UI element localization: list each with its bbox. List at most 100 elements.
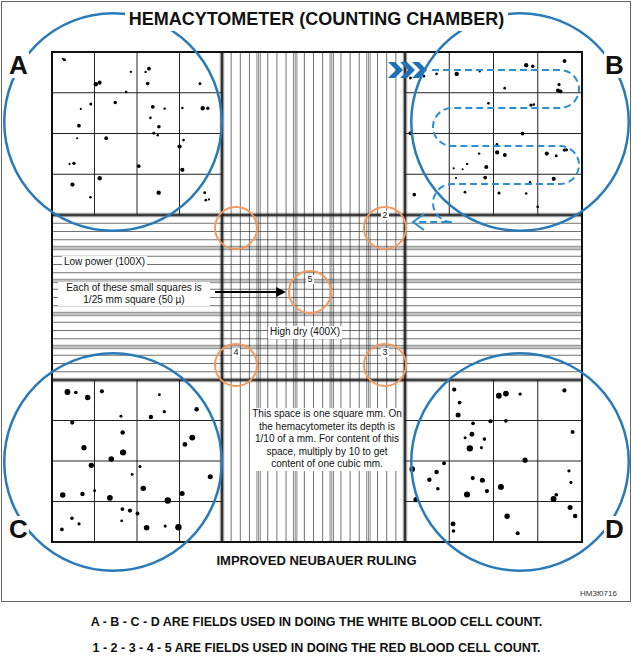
cell-dot xyxy=(89,463,94,468)
cell-dot xyxy=(203,191,206,194)
circle-outline xyxy=(410,352,630,572)
cell-dot xyxy=(467,445,473,451)
cell-dot xyxy=(478,152,480,154)
cell-dot xyxy=(137,164,141,168)
cell-dot xyxy=(208,474,213,479)
counting-path xyxy=(414,70,579,222)
field-letter: C xyxy=(8,516,29,542)
cell-dot xyxy=(113,101,117,105)
cell-dot xyxy=(487,102,490,105)
cell-dot xyxy=(163,410,166,413)
cell-dot xyxy=(120,430,124,434)
field-number: 4 xyxy=(232,348,239,357)
cell-dot xyxy=(70,516,74,520)
grid-line xyxy=(52,380,582,381)
circle-ring xyxy=(215,344,257,386)
cell-dot xyxy=(128,508,132,512)
cell-dot xyxy=(483,176,487,180)
grid-line xyxy=(52,322,582,323)
wbc-field-circle: D xyxy=(410,352,630,572)
cell-dot xyxy=(80,492,84,496)
cell-dot xyxy=(462,168,464,170)
grid-line xyxy=(231,52,232,542)
cell-dot xyxy=(136,512,140,516)
grid-line xyxy=(223,52,224,542)
grid-line xyxy=(52,223,582,224)
circle-ring xyxy=(364,344,406,386)
cell-dot xyxy=(204,199,207,202)
cell-dot xyxy=(198,82,201,85)
cell-dot xyxy=(554,493,558,497)
cell-dot xyxy=(522,458,527,463)
cell-dot xyxy=(119,415,122,418)
cell-dot xyxy=(451,521,456,526)
circle-ring xyxy=(289,271,331,313)
cell-dot xyxy=(435,73,438,76)
cell-dot xyxy=(555,154,558,157)
grid-line xyxy=(52,348,582,349)
grid-line xyxy=(179,380,180,542)
cell-dot xyxy=(130,71,132,73)
cell-dot xyxy=(464,191,467,194)
wbc-field-circle: B xyxy=(410,12,630,232)
cell-dot xyxy=(455,72,459,76)
cell-dot xyxy=(100,389,104,393)
cell-dot xyxy=(466,163,468,165)
grid-line xyxy=(52,213,582,214)
circle-ring xyxy=(4,353,222,571)
cell-dot xyxy=(163,107,165,109)
cell-dot xyxy=(503,87,506,90)
cell-dot xyxy=(104,136,108,140)
wbc-field-circle: A xyxy=(3,12,223,232)
pointer-shaft xyxy=(215,291,278,293)
cell-dot xyxy=(80,108,82,110)
grid-line xyxy=(52,214,582,216)
cell-dot xyxy=(427,478,431,482)
cell-dot xyxy=(464,436,467,439)
pointer-arrow xyxy=(215,287,286,297)
rbc-field-circle: 4 xyxy=(214,343,258,387)
label-slot: Low power (100X) xyxy=(62,251,147,269)
cell-dot xyxy=(85,395,90,400)
grid-line xyxy=(240,52,241,542)
cell-dot xyxy=(485,489,489,493)
cell-dot xyxy=(563,148,566,151)
cell-dot xyxy=(60,528,64,532)
cell-dot xyxy=(65,389,71,395)
grid-border xyxy=(52,52,582,542)
cell-dot xyxy=(567,469,570,472)
grid-line xyxy=(405,52,406,542)
wbc-field-circle: C xyxy=(3,352,223,572)
cell-dot xyxy=(453,167,455,169)
rbc-field-circle: 2 xyxy=(363,206,407,250)
cell-dot xyxy=(568,505,573,510)
grid-line xyxy=(249,52,250,542)
cell-dot xyxy=(93,489,96,492)
rbc-caption: 1 - 2 - 3 - 4 - 5 ARE FIELDS USED IN DOI… xyxy=(91,641,543,657)
grid-line xyxy=(52,381,582,382)
cell-dot xyxy=(157,125,161,129)
cell-dot xyxy=(562,388,566,392)
magnification-note: Low power (100X) xyxy=(62,256,147,269)
cell-dot xyxy=(573,514,578,519)
cell-dot xyxy=(194,407,198,411)
grid-line xyxy=(403,52,404,542)
cell-dot xyxy=(77,124,81,128)
cell-dot xyxy=(76,137,78,139)
cell-dot xyxy=(146,82,150,86)
cell-dot xyxy=(180,491,185,496)
cell-dot xyxy=(98,176,102,180)
cell-dot xyxy=(525,192,527,194)
label-slot: High dry (400X) xyxy=(268,321,342,339)
cell-dot xyxy=(109,456,115,462)
direction-chevron xyxy=(400,62,415,78)
cell-dot xyxy=(181,107,183,109)
counting-path-head xyxy=(413,214,424,230)
cell-dot xyxy=(72,162,75,165)
cell-dot xyxy=(464,491,470,497)
grid-line xyxy=(537,380,538,542)
cell-dot xyxy=(165,497,171,503)
grid-line xyxy=(52,347,582,348)
cell-dot xyxy=(480,446,483,449)
